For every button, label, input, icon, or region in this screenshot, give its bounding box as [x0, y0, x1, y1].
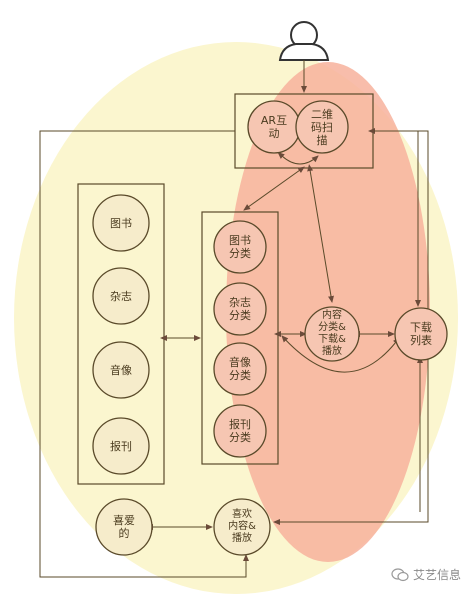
user-icon — [278, 21, 330, 61]
audio-video-node[interactable] — [92, 341, 150, 399]
favorite-content-node[interactable] — [213, 498, 271, 556]
scan-category-arrow — [243, 166, 305, 211]
book-category-node[interactable] — [213, 220, 267, 274]
media-type-box — [77, 183, 165, 485]
left-loop-line — [39, 130, 249, 578]
watermark: 艾艺信息 — [391, 566, 461, 583]
newspapers-node[interactable] — [92, 417, 150, 475]
newspaper-category-node[interactable] — [213, 404, 267, 458]
download-list-node[interactable] — [394, 307, 448, 361]
scan-content-arrow — [307, 164, 334, 303]
wechat-icon — [391, 567, 409, 582]
qr-node[interactable] — [295, 100, 349, 154]
content-curve-arrow — [281, 335, 400, 373]
favorites-node[interactable] — [95, 498, 153, 556]
books-node[interactable] — [92, 194, 150, 252]
content-classify-node[interactable] — [304, 306, 360, 362]
magazine-category-node[interactable] — [213, 282, 267, 336]
magazines-node[interactable] — [92, 267, 150, 325]
scan-download-arrow — [374, 130, 421, 307]
ar-qr-curve — [277, 152, 319, 165]
watermark-text: 艾艺信息 — [412, 568, 461, 582]
ar-node[interactable] — [247, 100, 301, 154]
audio-video-category-node[interactable] — [213, 342, 267, 396]
